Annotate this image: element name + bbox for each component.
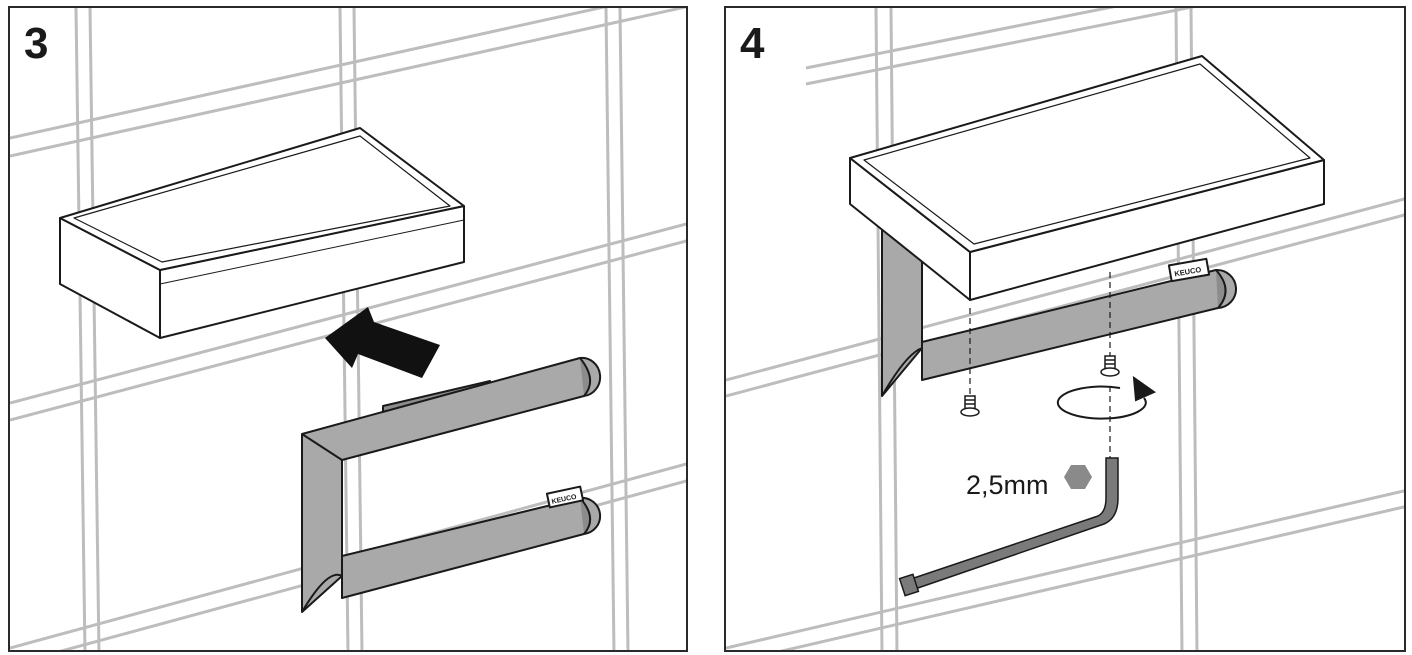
- step-3-panel: KEUCO 3: [8, 6, 688, 652]
- shelf: [59, 127, 465, 339]
- paper-holder: [301, 356, 602, 613]
- tool-size-label: 2,5mm: [966, 470, 1049, 500]
- screw-guides: [969, 272, 1111, 458]
- insert-arrow-icon: [325, 307, 440, 378]
- step-number-4: 4: [740, 19, 765, 68]
- shelf: [849, 55, 1325, 301]
- step-number-3: 3: [24, 19, 49, 68]
- step-3-illustration: KEUCO: [10, 8, 686, 650]
- screw-icon: [960, 395, 980, 417]
- screw-icon: [1100, 355, 1120, 377]
- step-4-panel: KEUCO: [724, 6, 1406, 652]
- hex-key-icon: [898, 457, 1119, 597]
- rotate-arrow-icon: [1056, 375, 1157, 420]
- step-4-illustration: KEUCO: [726, 8, 1404, 650]
- hex-socket-icon: [1064, 465, 1092, 489]
